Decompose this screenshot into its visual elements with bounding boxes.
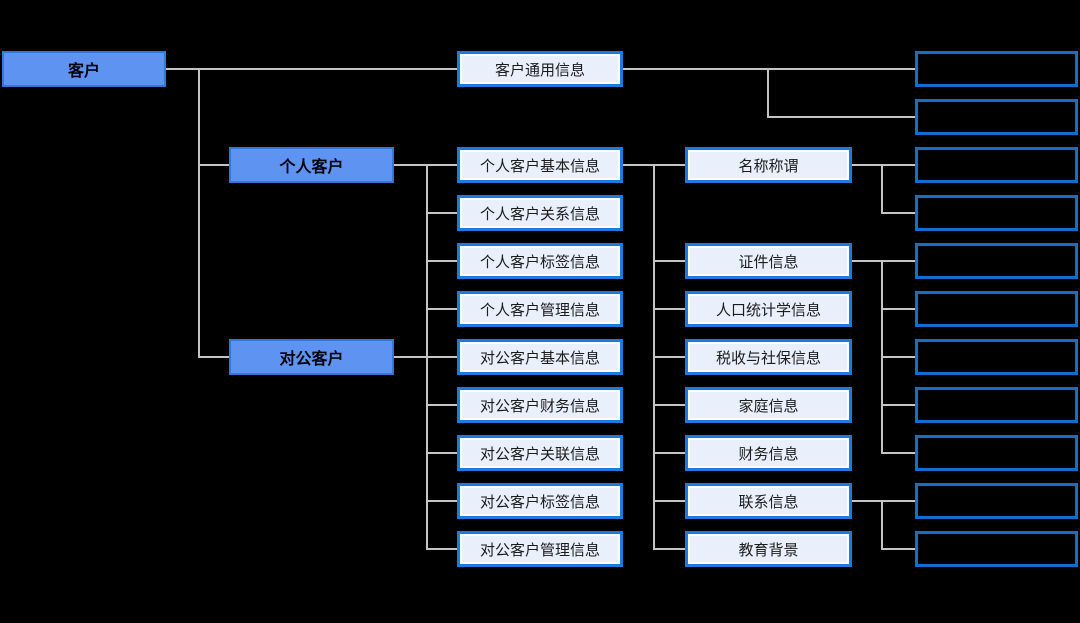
node-label: 对公客户关联信息	[479, 445, 600, 463]
node-label: 个人客户基本信息	[479, 157, 600, 175]
connector-line	[427, 308, 457, 310]
node-customer-general-info: 客户通用信息	[457, 51, 623, 87]
node-name-title: 名称称谓	[685, 147, 852, 183]
placeholder-box	[915, 339, 1078, 375]
node-label: 教育背景	[738, 541, 799, 559]
node-corporate-finance-info: 对公客户财务信息	[457, 387, 623, 423]
connector-line	[654, 500, 685, 502]
connector-line	[882, 404, 915, 406]
node-label: 人口统计学信息	[715, 301, 821, 319]
connector-line	[654, 548, 685, 550]
connector-line	[654, 260, 685, 262]
connector-line	[882, 356, 915, 358]
connector-line	[426, 164, 428, 550]
node-label: 证件信息	[738, 253, 799, 271]
connector-line	[852, 260, 915, 262]
node-personal-mgmt-info: 个人客户管理信息	[457, 291, 623, 327]
node-label: 税收与社保信息	[715, 349, 821, 367]
node-label: 个人客户管理信息	[479, 301, 600, 319]
placeholder-box	[915, 435, 1078, 471]
connector-line	[427, 404, 457, 406]
placeholder-box	[915, 291, 1078, 327]
connector-line	[852, 164, 915, 166]
node-certificate-info: 证件信息	[685, 243, 852, 279]
node-corporate-basic-info: 对公客户基本信息	[457, 339, 623, 375]
connector-line	[427, 452, 457, 454]
connector-line	[654, 404, 685, 406]
node-label: 联系信息	[738, 493, 799, 511]
node-personal-relation-info: 个人客户关系信息	[457, 195, 623, 231]
connector-line	[767, 68, 769, 118]
node-label: 对公客户财务信息	[479, 397, 600, 415]
node-label: 对公客户	[279, 351, 344, 368]
node-financial-info: 财务信息	[685, 435, 852, 471]
node-corporate-link-info: 对公客户关联信息	[457, 435, 623, 471]
connector-line	[427, 548, 457, 550]
connector-line	[394, 164, 457, 166]
connector-line	[394, 356, 457, 358]
node-label: 个人客户标签信息	[479, 253, 600, 271]
connector-line	[654, 452, 685, 454]
node-label: 对公客户基本信息	[479, 349, 600, 367]
node-label: 客户通用信息	[494, 61, 585, 79]
connector-line	[768, 116, 915, 118]
placeholder-box	[915, 51, 1078, 87]
connector-line	[882, 212, 915, 214]
node-label: 名称称谓	[738, 157, 799, 175]
connector-line	[654, 356, 685, 358]
connector-line	[166, 68, 457, 70]
node-customer: 客户	[2, 51, 166, 87]
node-personal-tag-info: 个人客户标签信息	[457, 243, 623, 279]
node-corporate-tag-info: 对公客户标签信息	[457, 483, 623, 519]
node-label: 个人客户关系信息	[479, 205, 600, 223]
placeholder-box	[915, 531, 1078, 567]
node-label: 对公客户管理信息	[479, 541, 600, 559]
node-label: 客户	[67, 63, 100, 80]
node-label: 个人客户	[279, 159, 344, 176]
node-corporate-mgmt-info: 对公客户管理信息	[457, 531, 623, 567]
placeholder-box	[915, 483, 1078, 519]
connector-line	[881, 500, 883, 550]
connector-line	[882, 548, 915, 550]
connector-line	[198, 68, 200, 358]
node-label: 对公客户标签信息	[479, 493, 600, 511]
node-family-info: 家庭信息	[685, 387, 852, 423]
connector-line	[427, 212, 457, 214]
node-demographic-info: 人口统计学信息	[685, 291, 852, 327]
connector-line	[654, 308, 685, 310]
placeholder-box	[915, 387, 1078, 423]
node-tax-social-security-info: 税收与社保信息	[685, 339, 852, 375]
node-contact-info: 联系信息	[685, 483, 852, 519]
node-label: 财务信息	[738, 445, 799, 463]
connector-line	[882, 308, 915, 310]
placeholder-box	[915, 195, 1078, 231]
node-label: 家庭信息	[738, 397, 799, 415]
placeholder-box	[915, 99, 1078, 135]
node-personal-customer: 个人客户	[229, 147, 394, 183]
connector-line	[881, 164, 883, 214]
connector-line	[623, 68, 915, 70]
node-education-background: 教育背景	[685, 531, 852, 567]
placeholder-box	[915, 243, 1078, 279]
connector-line	[852, 500, 915, 502]
connector-line	[199, 164, 229, 166]
connector-line	[882, 452, 915, 454]
placeholder-box	[915, 147, 1078, 183]
connector-line	[199, 356, 229, 358]
connector-line	[427, 260, 457, 262]
connector-line	[427, 500, 457, 502]
node-corporate-customer: 对公客户	[229, 339, 394, 375]
node-personal-basic-info: 个人客户基本信息	[457, 147, 623, 183]
